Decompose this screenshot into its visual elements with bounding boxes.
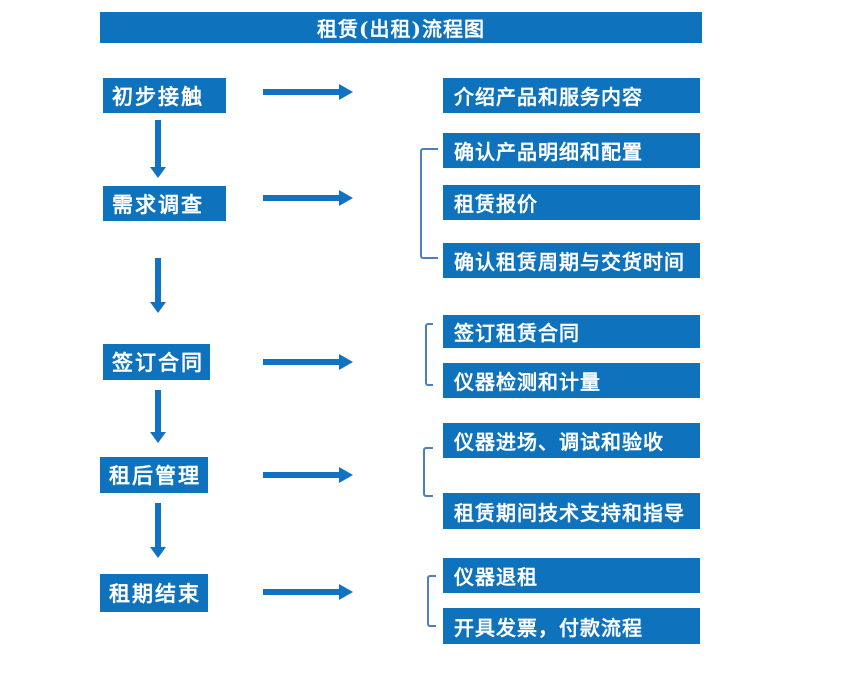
arrow-shaft [155, 120, 161, 167]
stage-box-rental-end: 租期结束 [100, 574, 208, 612]
arrow-shaft [155, 390, 161, 432]
arrow-head-icon [339, 584, 353, 600]
down-arrow-2 [150, 258, 166, 313]
arrow-shaft [263, 589, 339, 595]
detail-box-introduce-products-services: 介绍产品和服务内容 [443, 78, 700, 113]
detail-box-instrument-entry-debug-acceptance: 仪器进场、调试和验收 [443, 423, 700, 458]
down-arrow-1 [150, 120, 166, 178]
down-arrow-3 [150, 390, 166, 443]
right-arrow-4 [263, 467, 353, 483]
flowchart-title: 租赁(出租)流程图 [100, 12, 702, 43]
down-arrow-4 [150, 503, 166, 558]
group-bracket-post-rental-management [423, 447, 433, 497]
arrow-shaft [155, 258, 161, 302]
right-arrow-1 [263, 84, 353, 100]
arrow-shaft [155, 503, 161, 547]
detail-box-sign-rental-contract: 签订租赁合同 [443, 315, 700, 348]
group-bracket-demand-survey [420, 148, 438, 259]
arrow-shaft [263, 195, 339, 201]
right-arrow-2 [263, 190, 353, 206]
group-bracket-contract-signing [425, 323, 433, 386]
arrow-shaft [263, 472, 339, 478]
detail-box-instrument-testing-metering: 仪器检测和计量 [443, 363, 700, 398]
stage-box-post-rental-management: 租后管理 [100, 457, 208, 493]
arrow-shaft [263, 89, 339, 95]
arrow-head-icon [339, 190, 353, 206]
stage-box-demand-survey: 需求调查 [103, 186, 226, 221]
arrow-head-icon [339, 354, 353, 370]
detail-box-instrument-return: 仪器退租 [443, 558, 700, 593]
detail-box-technical-support-guidance: 租赁期间技术支持和指导 [443, 493, 700, 529]
detail-box-rental-quotation: 租赁报价 [443, 185, 700, 220]
arrow-head-icon [150, 547, 166, 558]
group-bracket-rental-end [427, 575, 436, 627]
arrow-head-icon [339, 84, 353, 100]
detail-box-confirm-period-delivery: 确认租赁周期与交货时间 [443, 243, 700, 278]
detail-box-invoice-payment-process: 开具发票，付款流程 [443, 608, 700, 644]
arrow-shaft [263, 359, 339, 365]
right-arrow-5 [263, 584, 353, 600]
right-arrow-3 [263, 354, 353, 370]
arrow-head-icon [150, 302, 166, 313]
arrow-head-icon [339, 467, 353, 483]
stage-box-contract-signing: 签订合同 [103, 344, 210, 380]
detail-box-confirm-product-details: 确认产品明细和配置 [443, 133, 700, 168]
stage-box-initial-contact: 初步接触 [103, 78, 226, 113]
arrow-head-icon [150, 167, 166, 178]
arrow-head-icon [150, 432, 166, 443]
